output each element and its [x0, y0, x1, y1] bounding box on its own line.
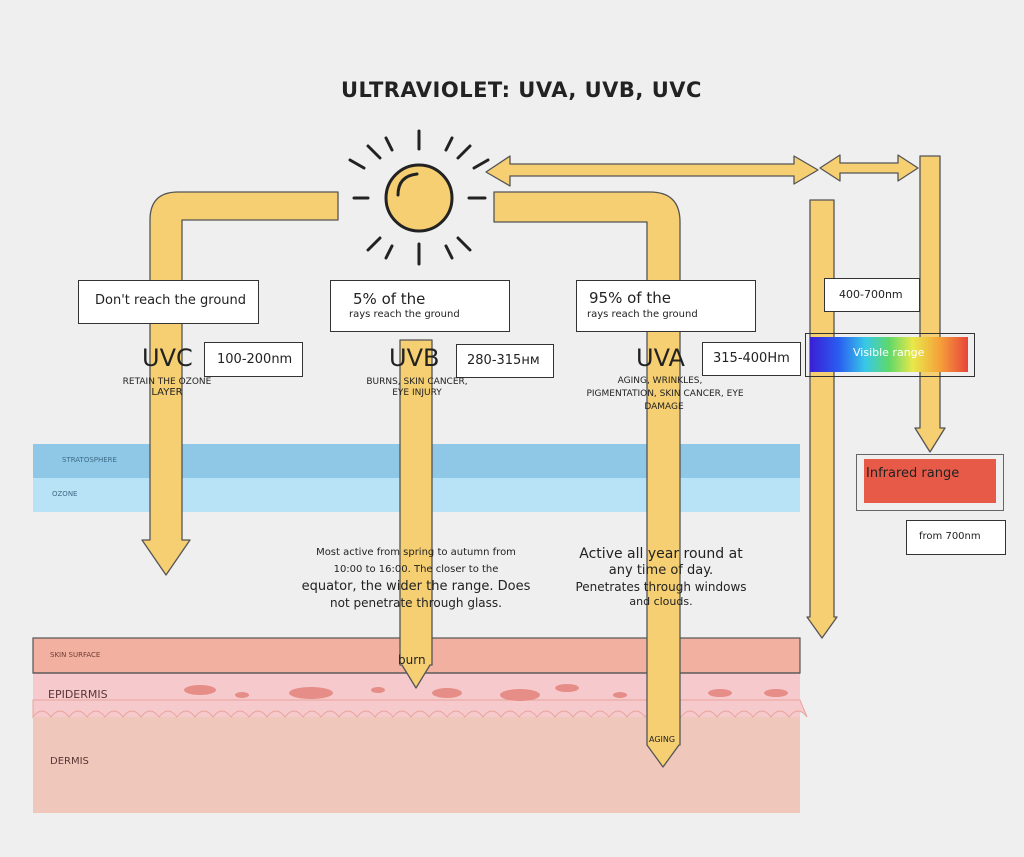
- uva-range: 315-400Hm: [713, 351, 790, 366]
- epidermis-wave: [32, 699, 808, 719]
- infrared-frame: [856, 454, 1004, 511]
- visible-range-nm: 400-700nm: [839, 288, 903, 301]
- visible-span-double-arrow: [819, 154, 919, 182]
- visible-arrow: [806, 199, 838, 639]
- uvb-desc-line-1: Most active from spring to autumn from: [316, 547, 516, 558]
- uvc-note: Don't reach the ground: [95, 293, 247, 308]
- visible-range-bar: [810, 337, 968, 372]
- dermis-label: DERMIS: [50, 756, 89, 767]
- epidermis-label: EPIDERMIS: [48, 688, 108, 701]
- visible-range-box: 400-700nm: [824, 278, 920, 312]
- uvb-desc-line-4: not penetrate through glass.: [330, 596, 502, 610]
- infrared-arrow: [914, 155, 946, 453]
- visible-label-frame: [805, 333, 975, 377]
- uva-desc-line-4: and clouds.: [629, 595, 693, 608]
- infrared-range: from 700nm: [919, 531, 981, 542]
- stratosphere-label: STRATOSPHERE: [62, 456, 117, 464]
- uvb-desc-line-2: 10:00 to 16:00. The closer to the: [333, 564, 499, 575]
- uvb-range: 280-315нм: [467, 353, 540, 368]
- uva-desc-line-3: Penetrates through windows: [575, 580, 747, 594]
- uvc-effects-line-2: LAYER: [151, 387, 183, 398]
- epidermis-cells: [184, 684, 788, 701]
- uva-name: UVA: [636, 344, 685, 372]
- uvc-range: 100-200nm: [217, 352, 293, 367]
- uva-effects-line-1: AGING, WRINKLES,: [617, 376, 703, 386]
- uvb-arrow: [399, 339, 433, 689]
- uvb-desc-line-3: equator, the wider the range. Does: [301, 579, 531, 594]
- uva-effects-line-2: PIGMENTATION, SKIN CANCER, EYE: [586, 389, 744, 399]
- uva-desc-line-1: Active all year round at: [579, 546, 743, 562]
- uvb-skin-label: burn: [398, 653, 426, 667]
- uva-note-sub: rays reach the ground: [587, 309, 698, 320]
- ozone-label: OZONE: [52, 490, 78, 498]
- skin-surface-label: SKIN SURFACE: [50, 651, 101, 659]
- uvc-name: UVC: [142, 344, 193, 372]
- uva-note-main: 95% of the: [589, 289, 671, 307]
- uvb-note-main: 5% of the: [353, 290, 426, 308]
- uvb-name: UVB: [389, 344, 440, 372]
- infrared-label: Infrared range: [866, 466, 960, 481]
- uvb-note-sub: rays reach the ground: [349, 309, 460, 320]
- uvc-range-box: 100-200nm: [204, 342, 303, 377]
- infrared-bar: [864, 459, 996, 503]
- page-title: ULTRAVIOLET: UVA, UVB, UVC: [341, 78, 702, 102]
- uvb-effects-line-1: BURNS, SKIN CANCER,: [366, 377, 468, 387]
- sun-icon: [348, 129, 490, 266]
- uva-desc-line-2: any time of day.: [608, 563, 714, 578]
- infrared-range-box: from 700nm: [906, 520, 1006, 555]
- uvc-note-box: Don't reach the ground: [78, 280, 259, 324]
- uva-skin-label: AGING: [649, 735, 676, 744]
- uvc-effects-line-1: RETAIN THE OZONE: [122, 377, 212, 387]
- uva-range-box: 315-400Hm: [702, 342, 801, 376]
- uvb-note-box: 5% of the rays reach the ground: [330, 280, 510, 332]
- uva-arrow: [493, 191, 681, 768]
- uva-effects-line-3: DAMAGE: [644, 402, 684, 412]
- uvc-arrow: [141, 191, 339, 576]
- uvb-effects-line-2: EYE INJURY: [392, 388, 442, 398]
- visible-range-label: Visible range: [853, 346, 925, 359]
- uv-span-double-arrow: [485, 155, 819, 187]
- uva-note-box: 95% of the rays reach the ground: [576, 280, 756, 332]
- uvb-range-box: 280-315нм: [456, 344, 554, 378]
